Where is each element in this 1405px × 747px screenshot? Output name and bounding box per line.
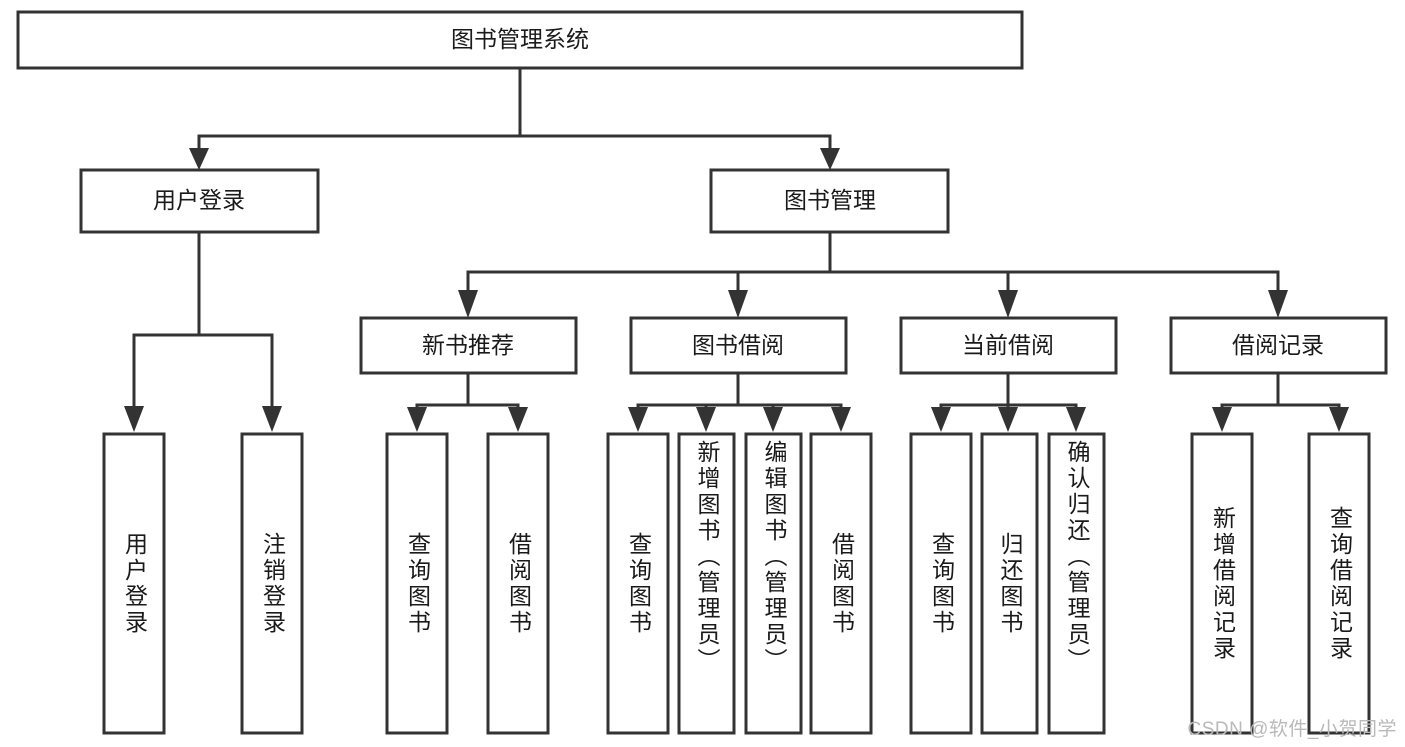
- node-borrow-record-label: 借阅记录: [1232, 332, 1324, 358]
- arrow-head-new-book-recommend: [458, 290, 478, 318]
- arrow-head-borrow-record: [1268, 290, 1288, 318]
- leaf-add-record-box[interactable]: [1190, 432, 1254, 735]
- node-root[interactable]: 图书管理系统: [16, 10, 1024, 70]
- leaf-query-book-3-box[interactable]: [909, 432, 973, 735]
- leaf-user-logout-box[interactable]: [240, 432, 304, 735]
- node-book-borrow-box[interactable]: [629, 316, 848, 375]
- arrow-head-leaf-edit-book: [763, 407, 783, 432]
- node-borrow-record[interactable]: 借阅记录: [1169, 316, 1388, 375]
- node-current-borrow-label: 当前借阅: [962, 332, 1054, 358]
- arrow-head-leaf-borrow-book-2: [831, 407, 851, 432]
- arrow-head-leaf-query-book-3: [931, 407, 951, 432]
- csdn-watermark: CSDN @软件_小贺同学: [1187, 719, 1397, 740]
- connector-group-new-book-recommend: [407, 371, 528, 432]
- connector-group-borrow-record: [1212, 371, 1349, 432]
- node-user-login-label: 用户登录: [153, 187, 245, 213]
- node-new-book-recommend-label: 新书推荐: [422, 332, 514, 358]
- node-user-login-box[interactable]: [79, 168, 320, 234]
- node-new-book-recommend-box[interactable]: [359, 316, 578, 375]
- node-current-borrow-box[interactable]: [899, 316, 1118, 375]
- arrow-head-book-borrow: [728, 290, 748, 318]
- arrow-head-leaf-confirm-return: [1066, 407, 1086, 432]
- arrow-head-leaf-query-record: [1329, 407, 1349, 432]
- leaf-borrow-book-1-box[interactable]: [486, 432, 550, 735]
- leaf-confirm-return-box[interactable]: [1047, 432, 1106, 735]
- node-book-management-label: 图书管理: [784, 187, 876, 213]
- arrow-head-leaf-user-login: [124, 406, 144, 432]
- leaf-query-book-1-box[interactable]: [385, 432, 449, 735]
- arrow-head-leaf-query-book-2: [628, 407, 648, 432]
- leaf-query-book-2-box[interactable]: [606, 432, 670, 735]
- leaf-edit-book-box[interactable]: [744, 432, 803, 735]
- connector-group-root: [189, 66, 840, 170]
- arrow-head-current-borrow: [998, 290, 1018, 318]
- arrow-head-leaf-add-record: [1212, 407, 1232, 432]
- node-borrow-record-box[interactable]: [1169, 316, 1388, 375]
- node-new-book-recommend[interactable]: 新书推荐: [359, 316, 578, 375]
- connector-group-user-login: [124, 230, 282, 432]
- node-root-box[interactable]: [16, 10, 1024, 70]
- node-book-borrow-label: 图书借阅: [692, 332, 784, 358]
- connector-group-book-borrow: [628, 371, 851, 432]
- node-root-label: 图书管理系统: [451, 26, 589, 52]
- arrow-head-leaf-user-logout: [262, 406, 282, 432]
- arrow-head-user-login: [189, 148, 209, 170]
- node-book-borrow[interactable]: 图书借阅: [629, 316, 848, 375]
- leaf-add-book-box[interactable]: [677, 432, 736, 735]
- leaf-boxes: [102, 432, 1371, 735]
- arrow-head-leaf-return-book: [998, 407, 1018, 432]
- arrow-head-leaf-query-book-1: [407, 407, 427, 432]
- node-user-login[interactable]: 用户登录: [79, 168, 320, 234]
- leaf-user-login-box[interactable]: [102, 432, 166, 735]
- node-book-management-box[interactable]: [709, 168, 950, 234]
- leaf-return-book-box[interactable]: [980, 432, 1039, 735]
- connector-group-current-borrow: [931, 371, 1086, 432]
- arrow-head-leaf-add-book: [696, 407, 716, 432]
- node-book-management[interactable]: 图书管理: [709, 168, 950, 234]
- node-current-borrow[interactable]: 当前借阅: [899, 316, 1118, 375]
- arrow-head-book-management: [820, 148, 840, 170]
- leaf-query-record-box[interactable]: [1307, 432, 1371, 735]
- leaf-borrow-book-2-box[interactable]: [809, 432, 873, 735]
- arrow-head-leaf-borrow-book-1: [508, 407, 528, 432]
- connector-group-book-management: [458, 230, 1288, 318]
